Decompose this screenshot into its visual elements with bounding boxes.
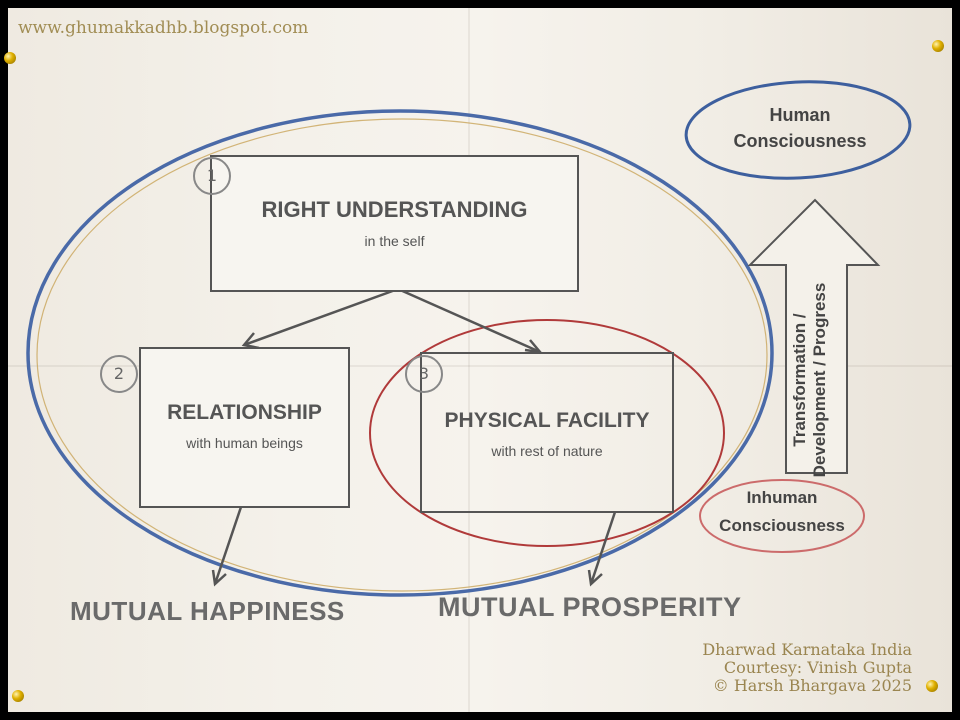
human-consciousness-line1: Human (769, 105, 831, 125)
outer-oval (26, 109, 774, 597)
relationship-subtitle: with human beings (186, 435, 303, 451)
watermark-url: www.ghumakkadhb.blogspot.com (18, 18, 309, 38)
arrows-from-right-understanding (241, 287, 544, 354)
progress-arrow-line2: Development / Progress (810, 282, 829, 478)
physical-facility-title: PHYSICAL FACILITY (444, 409, 650, 432)
physical-facility-box: PHYSICAL FACILITY with rest of nature (420, 352, 674, 513)
credit-copyright: © Harsh Bhargava 2025 (712, 676, 912, 695)
credits: Dharwad Karnataka India Courtesy: Vinish… (702, 641, 912, 695)
pin-bottom-left (12, 690, 24, 702)
human-consciousness-oval (684, 80, 912, 180)
pin-bottom-right (926, 680, 938, 692)
mutual-prosperity-label: MUTUAL PROSPERITY (438, 592, 742, 622)
mutual-happiness-label: MUTUAL HAPPINESS (70, 596, 345, 626)
outer-oval-inner-trace (36, 118, 768, 592)
box-number-3: 3 (405, 355, 443, 393)
inhuman-consciousness-line1: Inhuman (746, 488, 818, 507)
pin-top-left (4, 52, 16, 64)
progress-arrow-text: Transformation / Development / Progress (790, 280, 840, 480)
fold-line-horizontal (8, 365, 952, 367)
box-number-2: 2 (100, 355, 138, 393)
relationship-title: RELATIONSHIP (167, 401, 322, 424)
credit-courtesy: Courtesy: Vinish Gupta (723, 658, 912, 677)
credit-location: Dharwad Karnataka India (702, 640, 912, 659)
right-understanding-box: RIGHT UNDERSTANDING in the self (210, 155, 579, 292)
right-understanding-subtitle: in the self (364, 233, 425, 249)
physical-facility-subtitle: with rest of nature (491, 443, 603, 459)
fold-line-vertical (468, 8, 470, 712)
physical-facility-oval (369, 319, 725, 547)
relationship-box: RELATIONSHIP with human beings (139, 347, 350, 508)
inhuman-consciousness-oval (699, 479, 865, 553)
progress-arrow-line1: Transformation / (790, 313, 809, 447)
pin-top-right (932, 40, 944, 52)
box-number-1: 1 (193, 157, 231, 195)
inhuman-consciousness-text: Inhuman Consciousness (702, 484, 862, 540)
progress-up-arrow (747, 198, 881, 474)
arrows-to-outcomes (211, 506, 617, 587)
human-consciousness-line2: Consciousness (733, 131, 867, 151)
human-consciousness-text: Human Consciousness (700, 102, 900, 154)
right-understanding-title: RIGHT UNDERSTANDING (261, 197, 528, 222)
inhuman-consciousness-line2: Consciousness (719, 516, 845, 535)
